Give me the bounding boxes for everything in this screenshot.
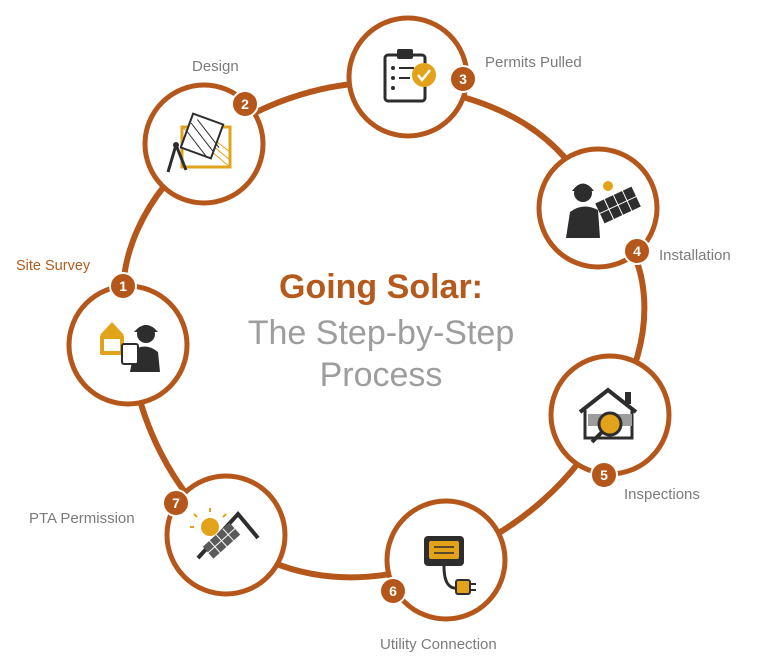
step-2-badge: 2 [231, 90, 259, 118]
step-2-label: Design [192, 58, 239, 75]
step-3-badge: 3 [449, 65, 477, 93]
step-6-badge: 6 [379, 577, 407, 605]
step-3-label: Permits Pulled [485, 54, 582, 71]
sun-roof-icon [190, 508, 260, 560]
step-2-node[interactable] [142, 82, 266, 206]
step-7-number: 7 [172, 495, 180, 511]
title-line-2: The Step-by-Step [247, 314, 515, 352]
step-3-node[interactable] [346, 15, 470, 139]
step-6-number: 6 [389, 583, 397, 599]
step-7-node[interactable] [164, 473, 288, 597]
title-line-1: Going Solar: [279, 268, 483, 306]
step-4-number: 4 [633, 243, 641, 259]
title-line-3: Process [319, 356, 443, 394]
step-7-label: PTA Permission [29, 510, 135, 527]
step-1-badge: 1 [109, 272, 137, 300]
step-5-node[interactable] [548, 353, 672, 477]
step-4-badge: 4 [623, 237, 651, 265]
clipboard-check-icon [383, 49, 436, 103]
step-6-label: Utility Connection [380, 636, 497, 653]
step-1-label: Site Survey [16, 258, 91, 274]
surveyor-icon [100, 322, 160, 372]
step-5-label: Inspections [624, 486, 700, 503]
meter-plug-icon [424, 536, 476, 595]
step-2-number: 2 [241, 96, 249, 112]
step-5-badge: 5 [590, 461, 618, 489]
blueprint-compass-icon [166, 112, 232, 173]
step-1-node[interactable] [66, 283, 190, 407]
step-1-number: 1 [119, 278, 127, 294]
step-6-node[interactable] [384, 498, 508, 622]
step-3-number: 3 [459, 71, 467, 87]
step-4-label: Installation [659, 247, 731, 264]
installer-panel-icon [566, 181, 641, 238]
step-4-node[interactable] [536, 146, 660, 270]
step-5-number: 5 [600, 467, 608, 483]
house-magnifier-icon [578, 387, 638, 444]
step-7-badge: 7 [162, 489, 190, 517]
